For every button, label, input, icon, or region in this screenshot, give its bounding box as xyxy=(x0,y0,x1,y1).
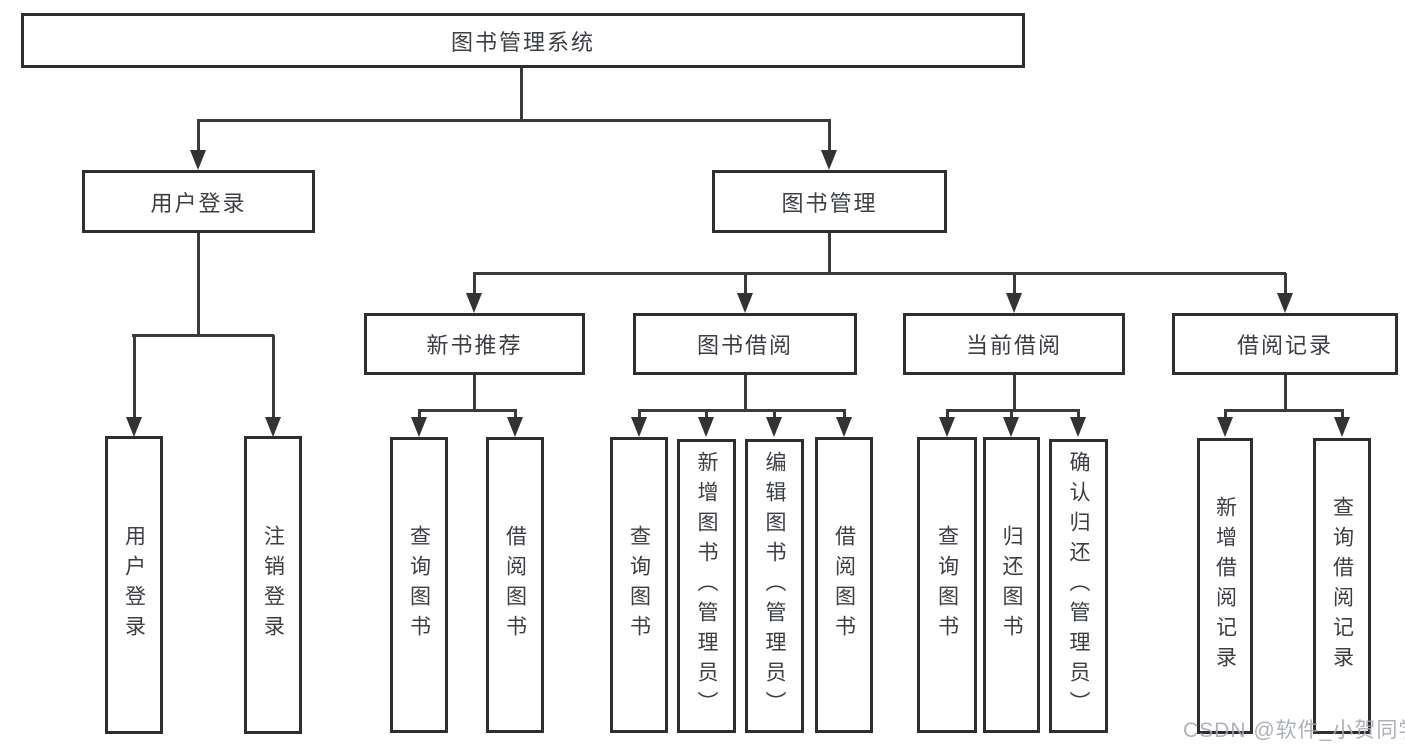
edge-stem xyxy=(1284,273,1287,295)
node-book-management: 图书管理 xyxy=(712,170,947,233)
edge-userlogin-drop xyxy=(197,233,200,337)
edge-bookmgmt-branch xyxy=(473,272,1286,275)
edge-borrowrecords-branch xyxy=(1224,409,1344,412)
edge-stem xyxy=(133,335,136,418)
arrowhead-down-icon xyxy=(1006,293,1022,313)
edge-userlogin-branch xyxy=(132,334,274,337)
arrowhead-down-icon xyxy=(265,417,281,437)
edge-stem xyxy=(843,410,846,419)
edge-stem xyxy=(1341,410,1344,419)
edge-stem xyxy=(638,410,641,419)
node-new-book-recommend: 新书推荐 xyxy=(364,313,585,375)
edge-stem xyxy=(272,335,275,418)
edge-stem xyxy=(1010,410,1013,419)
edge-stem xyxy=(473,273,476,295)
arrowhead-down-icon xyxy=(411,417,427,437)
arrowhead-down-icon xyxy=(821,150,837,170)
leaf-bb-edit-books-admin: 编辑图书（管理员） xyxy=(745,439,804,733)
edge-stem xyxy=(1077,410,1080,419)
node-current-borrow: 当前借阅 xyxy=(903,313,1125,375)
edge-root-drop xyxy=(520,68,523,121)
arrowhead-down-icon xyxy=(507,417,523,437)
edge-bookborrow-branch xyxy=(638,409,846,412)
arrowhead-down-icon xyxy=(1217,417,1233,437)
leaf-cb-return-books: 归还图书 xyxy=(983,437,1040,733)
edge-root-branch xyxy=(197,119,831,122)
leaf-bb-borrow-books: 借阅图书 xyxy=(815,437,873,733)
arrowhead-down-icon xyxy=(939,417,955,437)
edge-currentborrow-branch xyxy=(946,409,1080,412)
leaf-br-add-record: 新增借阅记录 xyxy=(1197,438,1253,734)
arrowhead-down-icon xyxy=(698,417,714,437)
arrowhead-down-icon xyxy=(737,293,753,313)
edge-currentborrow-drop xyxy=(1013,375,1016,412)
arrowhead-down-icon xyxy=(631,417,647,437)
arrowhead-down-icon xyxy=(766,417,782,437)
edge-newbookrec-branch xyxy=(418,409,517,412)
node-borrow-records: 借阅记录 xyxy=(1172,313,1398,375)
leaf-bb-query-books: 查询图书 xyxy=(610,437,668,733)
edge-stem xyxy=(1224,410,1227,419)
arrowhead-down-icon xyxy=(1334,417,1350,437)
edge-stem xyxy=(418,410,421,419)
node-user-login: 用户登录 xyxy=(82,170,315,233)
edge-bookborrow-drop xyxy=(744,375,747,412)
leaf-logout: 注销登录 xyxy=(244,436,302,734)
csdn-watermark: CSDN @软件_小贺同学 xyxy=(1183,719,1405,742)
leaf-nb-borrow-books: 借阅图书 xyxy=(486,437,544,733)
edge-stem xyxy=(705,410,708,419)
leaf-user-login: 用户登录 xyxy=(105,436,163,734)
edge-stem xyxy=(828,120,831,152)
arrowhead-down-icon xyxy=(1070,417,1086,437)
edge-stem xyxy=(514,410,517,419)
edge-newbookrec-drop xyxy=(473,375,476,412)
edge-stem xyxy=(946,410,949,419)
arrowhead-down-icon xyxy=(1277,293,1293,313)
node-root: 图书管理系统 xyxy=(21,13,1025,68)
arrowhead-down-icon xyxy=(466,293,482,313)
leaf-nb-query-books: 查询图书 xyxy=(390,437,448,733)
node-book-borrow: 图书借阅 xyxy=(633,313,857,375)
leaf-cb-query-books: 查询图书 xyxy=(917,437,977,733)
edge-borrowrecords-drop xyxy=(1284,375,1287,412)
edge-stem xyxy=(1013,273,1016,295)
leaf-bb-add-books-admin: 新增图书（管理员） xyxy=(677,439,736,733)
arrowhead-down-icon xyxy=(190,150,206,170)
edge-stem xyxy=(744,273,747,295)
edge-stem xyxy=(773,410,776,419)
arrowhead-down-icon xyxy=(1003,417,1019,437)
edge-bookmgmt-drop xyxy=(828,233,831,275)
arrowhead-down-icon xyxy=(126,417,142,437)
leaf-cb-confirm-return-admin: 确认归还（管理员） xyxy=(1049,439,1108,733)
arrowhead-down-icon xyxy=(836,417,852,437)
leaf-br-query-record: 查询借阅记录 xyxy=(1313,438,1371,734)
edge-stem xyxy=(197,120,200,152)
